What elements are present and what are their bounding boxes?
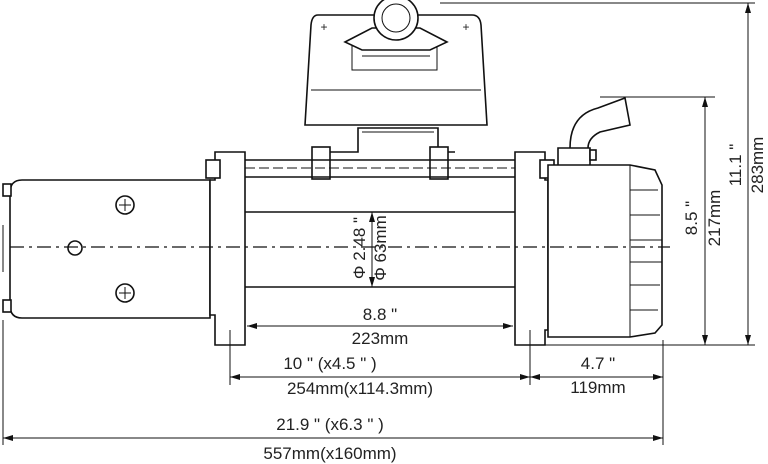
drum-length-in: 8.8 " bbox=[363, 305, 397, 324]
overall-length-mm: 557mm(x160mm) bbox=[263, 444, 396, 463]
overall-length-in: 21.9 " (x6.3 " ) bbox=[276, 415, 384, 434]
total-height-in: 11.1 " bbox=[726, 144, 745, 187]
gearbox-length-in: 4.7 " bbox=[581, 354, 615, 373]
body-height-mm: 217mm bbox=[705, 190, 724, 247]
drum bbox=[245, 211, 515, 288]
drum-diameter-mm: Φ 63mm bbox=[371, 215, 390, 281]
total-height-mm: 283mm bbox=[748, 137, 767, 194]
svg-text:+: + bbox=[320, 20, 327, 34]
control-knob bbox=[373, 0, 419, 41]
motor bbox=[2, 179, 211, 319]
mount-bracket bbox=[311, 127, 455, 180]
drum-diameter-in: Φ 2.48 " bbox=[350, 217, 369, 279]
gearbox bbox=[547, 96, 663, 338]
mount-width-mm: 254mm(x114.3mm) bbox=[287, 379, 433, 398]
body-height-in: 8.5 " bbox=[682, 201, 701, 235]
mount-width-in: 10 " (x4.5 " ) bbox=[283, 354, 376, 373]
drum-length-mm: 223mm bbox=[352, 329, 409, 348]
gearbox-length-mm: 119mm bbox=[570, 378, 625, 397]
control-box: + + bbox=[304, 0, 488, 126]
right-bracket bbox=[514, 151, 549, 346]
svg-text:+: + bbox=[462, 20, 469, 34]
left-bracket bbox=[209, 151, 246, 346]
